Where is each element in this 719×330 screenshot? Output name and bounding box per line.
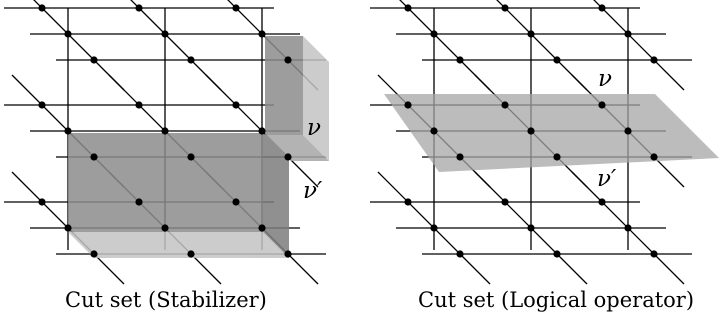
lattice-node bbox=[135, 198, 143, 206]
lattice-nodes bbox=[404, 4, 658, 258]
lattice-node bbox=[161, 224, 169, 232]
cut-side-face bbox=[263, 133, 289, 258]
lattice-node bbox=[430, 30, 438, 38]
lattice-node bbox=[90, 153, 98, 161]
lattice-node bbox=[90, 56, 98, 64]
lattice-node bbox=[38, 4, 46, 12]
lattice-nodes bbox=[38, 4, 292, 258]
lattice-node bbox=[90, 250, 98, 258]
lattice-node bbox=[501, 4, 509, 12]
lattice-node bbox=[284, 250, 292, 258]
lattice-node bbox=[598, 101, 606, 109]
right-nu-lower-label: ν′ bbox=[597, 166, 617, 192]
lattice-node bbox=[456, 56, 464, 64]
lattice-node bbox=[232, 4, 240, 12]
lattice-node bbox=[456, 153, 464, 161]
lattice-node bbox=[624, 30, 632, 38]
lattice-node bbox=[527, 127, 535, 135]
lattice-node bbox=[501, 198, 509, 206]
lattice-node bbox=[284, 56, 292, 64]
lattice-node bbox=[404, 4, 412, 12]
cut-front-face bbox=[68, 133, 263, 232]
lattice-node bbox=[553, 56, 561, 64]
lattice-node bbox=[430, 224, 438, 232]
lattice-node bbox=[161, 127, 169, 135]
lattice-node bbox=[456, 250, 464, 258]
lattice-node bbox=[258, 127, 266, 135]
lattice-node bbox=[187, 153, 195, 161]
stabilizer-cut-set bbox=[68, 36, 329, 258]
lattice-node bbox=[650, 153, 658, 161]
lattice-node bbox=[38, 101, 46, 109]
lattice-node bbox=[650, 56, 658, 64]
cut-upper-bottom bbox=[265, 135, 329, 161]
lattice-node bbox=[135, 4, 143, 12]
lattice-node bbox=[64, 30, 72, 38]
left-nu-upper-label: ν bbox=[307, 115, 321, 141]
lattice-node bbox=[527, 30, 535, 38]
cut-upper-side bbox=[303, 36, 329, 161]
lattice-node bbox=[650, 250, 658, 258]
lattice-node bbox=[527, 224, 535, 232]
left-lattice-diagram bbox=[4, 0, 329, 285]
lattice-node bbox=[64, 127, 72, 135]
lattice-node bbox=[553, 153, 561, 161]
lattice-node bbox=[404, 101, 412, 109]
right-lattice-diagram bbox=[370, 0, 719, 285]
lattice-node bbox=[135, 101, 143, 109]
lattice-node bbox=[64, 224, 72, 232]
lattice-node bbox=[553, 250, 561, 258]
cut-bottom-face bbox=[68, 232, 289, 258]
lattice-node bbox=[284, 153, 292, 161]
lattice-node bbox=[598, 4, 606, 12]
lattice-node bbox=[624, 224, 632, 232]
lattice-node bbox=[501, 101, 509, 109]
logical-operator-cut-set bbox=[384, 94, 719, 172]
lattice-node bbox=[38, 198, 46, 206]
lattice-node bbox=[258, 224, 266, 232]
lattice-node bbox=[187, 56, 195, 64]
lattice-node bbox=[232, 101, 240, 109]
lattice-node bbox=[258, 30, 266, 38]
lattice-node bbox=[624, 127, 632, 135]
lattice-node bbox=[430, 127, 438, 135]
lattice-node bbox=[187, 250, 195, 258]
left-nu-label: ν′ bbox=[303, 178, 323, 204]
right-caption: Cut set (Logical operator) bbox=[418, 288, 695, 312]
lattice-node bbox=[232, 198, 240, 206]
lattice-node bbox=[404, 198, 412, 206]
left-caption: Cut set (Stabilizer) bbox=[65, 288, 267, 312]
lattice-node bbox=[598, 198, 606, 206]
lattice-node bbox=[161, 30, 169, 38]
right-nu-upper-label: ν bbox=[598, 66, 612, 92]
cut-upper-front bbox=[265, 36, 303, 135]
cut-plane bbox=[384, 94, 719, 172]
